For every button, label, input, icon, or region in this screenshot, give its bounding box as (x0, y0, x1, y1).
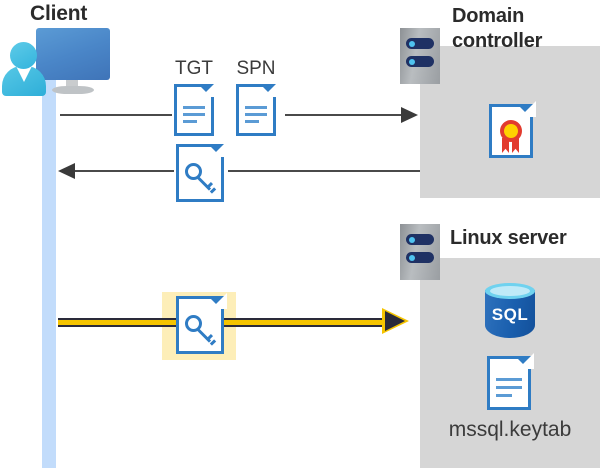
request-arrowhead (401, 107, 418, 123)
domain-controller-label-line1: Domain (452, 5, 525, 27)
document-fold-cut (263, 81, 279, 97)
document-text-line (245, 113, 267, 116)
rack-led-icon (409, 254, 415, 261)
key-document-icon (176, 293, 227, 354)
server-rack-icon (400, 28, 440, 84)
certificate-document-icon (489, 101, 536, 158)
person-collar-icon (16, 66, 32, 82)
spn-label: SPN (236, 58, 276, 79)
rack-led-icon (409, 58, 415, 65)
document-icon (236, 81, 279, 136)
document-fold-cut (201, 81, 217, 97)
sql-database-icon: SQL (485, 283, 535, 339)
service-ticket-arrowhead (385, 311, 405, 331)
document-text-line (245, 120, 259, 123)
domain-controller-label: Domain controller (452, 4, 582, 54)
key-ring (185, 315, 202, 332)
rack-led-icon (409, 40, 415, 47)
rack-slot (406, 252, 434, 263)
service-ticket-line-right (224, 318, 384, 327)
request-line-left (60, 114, 172, 116)
monitor-screen-icon (36, 28, 110, 80)
certificate-ribbon (502, 138, 509, 153)
monitor-neck-icon (66, 80, 78, 90)
document-text-line (496, 394, 512, 397)
sql-cylinder-top-inner (490, 286, 530, 296)
client-label: Client (30, 2, 88, 25)
response-arrowhead (58, 163, 75, 179)
sql-label: SQL (491, 305, 529, 324)
document-text-line (245, 106, 267, 109)
response-line-right (228, 170, 420, 172)
document-text-line (183, 106, 205, 109)
document-text-line (183, 113, 205, 116)
document-fold-cut (211, 293, 227, 309)
keytab-document-icon (487, 353, 534, 410)
key-document-icon (176, 141, 227, 202)
key-ring (185, 163, 202, 180)
service-ticket-line-left (58, 318, 178, 327)
document-fold-cut (211, 141, 227, 157)
rack-led-icon (409, 236, 415, 243)
response-line-left (73, 170, 174, 172)
person-head-icon (10, 42, 37, 69)
linux-server-label: Linux server (450, 227, 567, 249)
request-line-right (285, 114, 403, 116)
keytab-filename-label: mssql.keytab (448, 418, 572, 441)
rack-slot (406, 38, 434, 49)
client-lifeline (42, 72, 56, 468)
user-computer-icon (0, 0, 120, 100)
tgt-label: TGT (175, 58, 213, 79)
document-icon (174, 81, 217, 136)
document-text-line (496, 378, 522, 381)
server-rack-icon (400, 224, 440, 280)
rack-slot (406, 234, 434, 245)
document-fold-cut (518, 353, 534, 369)
document-fold-cut (520, 101, 536, 117)
monitor-base-icon (52, 86, 94, 94)
domain-controller-label-line2: controller (452, 30, 543, 52)
document-text-line (496, 386, 522, 389)
certificate-ribbon (512, 138, 519, 153)
certificate-seal-center (504, 124, 518, 138)
rack-slot (406, 56, 434, 67)
document-text-line (183, 120, 197, 123)
